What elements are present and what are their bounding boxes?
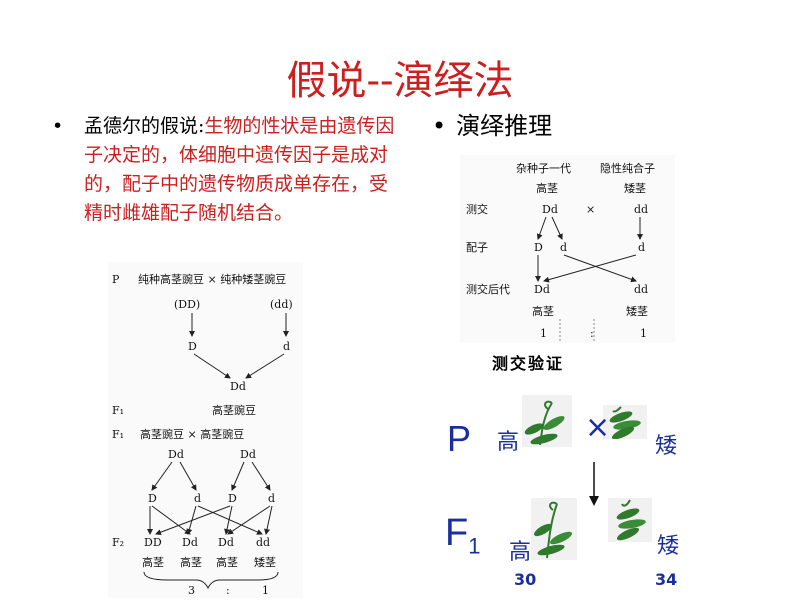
testcross-gam-d1: d: [560, 241, 567, 254]
cross-f2-genotype-3: Dd: [218, 536, 234, 549]
cross-f2-phenotype-4: 矮茎: [254, 555, 276, 569]
cross-ratio-sep: :: [226, 584, 230, 597]
hypothesis-bullet: • 孟德尔的假说:生物的性状是由遗传因子决定的，体细胞中遗传因子是成对的，配子中…: [52, 112, 397, 228]
cross-gamete-3: D: [228, 492, 237, 505]
arrow: [264, 505, 273, 535]
ratio-brace: [143, 571, 279, 590]
testcross-off-left: Dd: [534, 283, 550, 296]
testcross-off-right: dd: [634, 283, 648, 296]
testcross-row-cross: 测交: [466, 202, 488, 216]
cross-diagram: P 纯种高茎豌豆 × 纯种矮茎豌豆 (DD) (dd) D d Dd F₁ 高茎…: [108, 262, 303, 598]
cross-f2-phenotype-1: 高茎: [142, 555, 164, 569]
arrow: [551, 216, 563, 240]
cross-f2-phenotype-3: 高茎: [216, 555, 238, 569]
testcross-diagram: 杂种子一代 隐性纯合子 高茎 矮茎 测交 Dd × dd 配子 D d d 测交…: [460, 155, 675, 343]
hypothesis-text: 孟德尔的假说:生物的性状是由遗传因子决定的，体细胞中遗传因子是成对的，配子中的遗…: [84, 112, 397, 228]
testcross-geno-left: Dd: [542, 203, 558, 216]
hypothesis-body: 生物的性状是由遗传因子决定的，体细胞中遗传因子是成对的，配子中的遗传物质成单存在…: [84, 115, 395, 224]
cross-diagram-svg: P 纯种高茎豌豆 × 纯种矮茎豌豆 (DD) (dd) D d Dd F₁ 高茎…: [112, 272, 293, 597]
tall-plant-icon: [522, 395, 572, 447]
bullet-marker: •: [52, 115, 64, 137]
cross-f1-self-text: 高茎豌豆 × 高茎豌豆: [140, 427, 244, 441]
testcross-row-offspring: 测交后代: [466, 282, 510, 296]
arrow: [155, 505, 231, 536]
testcross-gam-d2: d: [638, 241, 645, 254]
testcross-diagram-svg: 杂种子一代 隐性纯合子 高茎 矮茎 测交 Dd × dd 配子 D d d 测交…: [466, 161, 655, 343]
arrow: [197, 505, 263, 535]
testcross-ratio-right: 1: [640, 327, 647, 340]
testcross-times: ×: [586, 203, 595, 216]
f1-subscript: 1: [468, 533, 481, 559]
arrow: [245, 353, 285, 379]
deduction-label: 演绎推理: [456, 112, 553, 140]
f1-generation-label: F1: [445, 512, 480, 560]
hypothesis-lead: 孟德尔的假说:: [84, 115, 205, 137]
f1-tall-label: 高: [509, 540, 532, 565]
arrow: [251, 461, 271, 491]
testcross-off-left-pheno: 高茎: [532, 304, 554, 318]
arrow: [227, 505, 271, 535]
cross-genotype-left: (DD): [174, 298, 200, 311]
verification-heading: 测交验证: [492, 354, 565, 373]
parent-generation-label: P: [447, 418, 472, 459]
arrow: [193, 353, 231, 379]
testcross-gam-D: D: [534, 241, 543, 254]
cross-f1-label: F₁: [112, 404, 124, 417]
testcross-ratio-sep: :: [590, 327, 594, 340]
cross-p-text: 纯种高茎豌豆 × 纯种矮茎豌豆: [138, 272, 286, 286]
testcross-ratio-left: 1: [540, 327, 547, 340]
cross-ratio-right: 1: [262, 584, 269, 597]
testcross-geno-right: dd: [634, 203, 648, 216]
deduction-bullet: • 演绎推理: [432, 106, 552, 141]
f1-short-count: 34: [655, 570, 678, 589]
testcross-row-gamete: 配子: [466, 241, 488, 254]
testcross-col1-header: 杂种子一代: [516, 161, 571, 175]
cross-f2-genotype-1: DD: [144, 536, 162, 549]
cross-f1-genotype: Dd: [230, 380, 246, 393]
cross-gamete-4: d: [268, 492, 275, 505]
cross-genotype-right: (dd): [270, 298, 293, 311]
cross-f1-self-label: F₁: [112, 428, 124, 441]
cross-f2-genotype-2: Dd: [182, 536, 198, 549]
parent-tall-label: 高: [497, 430, 520, 455]
arrow: [224, 505, 233, 535]
arrow: [536, 216, 547, 240]
cross-gamete-1: D: [148, 492, 157, 505]
arrow: [151, 505, 191, 535]
testcross-off-right-pheno: 矮茎: [626, 304, 648, 318]
bullet-marker: •: [432, 112, 447, 140]
arrow: [151, 461, 173, 491]
testcross-col2-header: 隐性纯合子: [600, 161, 655, 175]
cross-gamete-2: d: [194, 492, 201, 505]
cross-f2-phenotype-2: 高茎: [180, 555, 202, 569]
arrow: [231, 461, 245, 491]
cross-gamete-right: d: [283, 340, 290, 353]
f1-short-label: 矮: [657, 534, 680, 559]
arrow: [179, 461, 197, 491]
short-plant-icon: [608, 498, 652, 542]
slide-title: 假说--演绎法: [286, 58, 514, 104]
cross-p-label: P: [112, 273, 120, 286]
cross-ratio-left: 3: [188, 584, 195, 597]
f1-letter: F: [445, 512, 469, 554]
cross-f2-label: F₂: [112, 536, 124, 549]
tall-plant-icon: [531, 498, 577, 560]
testcross-col2-pheno: 矮茎: [624, 181, 646, 195]
cross-sign: ×: [585, 410, 611, 445]
cross-f1-text: 高茎豌豆: [212, 403, 256, 417]
down-arrow-icon: [589, 462, 599, 506]
cross-parent-right: Dd: [240, 448, 256, 461]
parent-short-label: 矮: [655, 434, 678, 459]
f1-tall-count: 30: [514, 570, 537, 589]
short-plant-icon: [603, 405, 647, 439]
arrow: [563, 254, 637, 283]
cross-parent-left: Dd: [168, 448, 184, 461]
cross-f2-genotype-4: dd: [256, 536, 270, 549]
cross-gamete-left: D: [188, 340, 197, 353]
arrow: [543, 254, 637, 283]
testcross-col1-pheno: 高茎: [536, 181, 558, 195]
